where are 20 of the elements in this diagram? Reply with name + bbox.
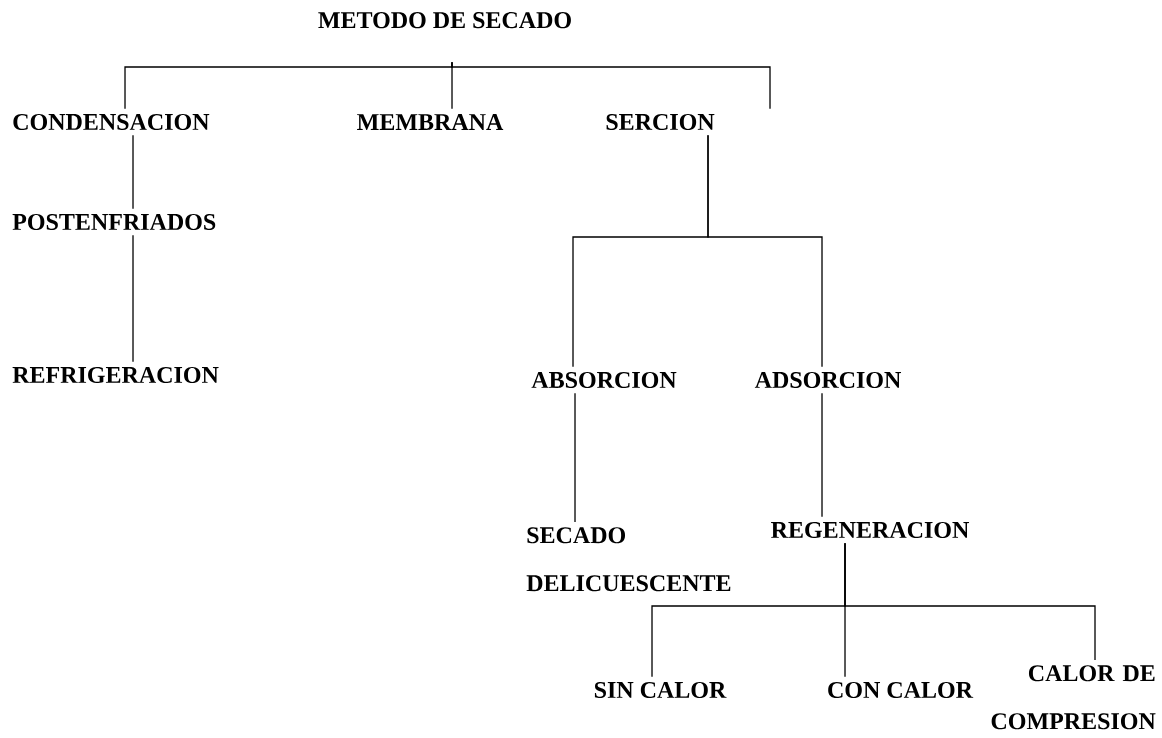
node-label: REFRIGERACION	[12, 366, 219, 384]
node-label: CALOR DE COMPRESION	[991, 665, 1156, 730]
node-label: CON CALOR	[828, 681, 974, 699]
node-label: POSTENFRIADOS	[12, 213, 216, 231]
node-label: CONDENSACION	[13, 113, 210, 131]
node-label: ABSORCION	[531, 371, 677, 389]
connector-line	[707, 134, 823, 368]
node-label: SERCION	[606, 113, 715, 131]
connector-line	[574, 392, 576, 523]
node-label: ADSORCION	[754, 371, 901, 389]
connector-line	[821, 392, 823, 518]
node-label: REGENERACION	[771, 521, 969, 539]
node-label: SECADO DELICUESCENTE	[526, 527, 731, 592]
connector-line	[451, 61, 771, 110]
connector-line	[132, 234, 134, 363]
node-label: METODO DE SECADO	[318, 12, 571, 29]
node-label: SIN CALOR	[594, 681, 727, 699]
connector-line	[844, 542, 1096, 661]
connector-line	[132, 134, 134, 210]
node-label: MEMBRANA	[357, 114, 504, 130]
